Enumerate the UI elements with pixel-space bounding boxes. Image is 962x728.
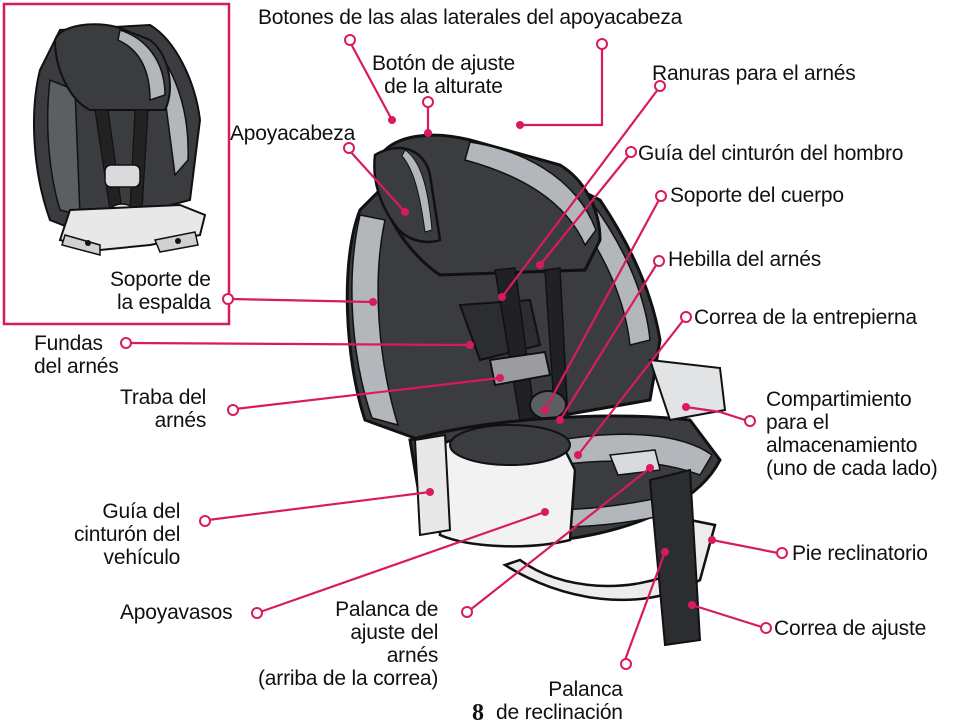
line-headrest-wing-right [520, 45, 604, 127]
line-crotch-strap [577, 317, 686, 456]
label-harness-covers: Fundas del arnés [34, 332, 119, 378]
line-harness-covers [129, 341, 471, 347]
label-harness-buckle: Hebilla del arnés [668, 248, 822, 271]
label-harness-slots: Ranuras para el arnés [652, 62, 856, 85]
line-harness-clip [234, 376, 501, 411]
page-number: 8 [472, 700, 484, 726]
label-vehicle-belt-guide: Guía del cinturón del vehículo [74, 500, 181, 569]
line-adjust-strap [691, 603, 766, 630]
callout-dots [369, 116, 716, 609]
line-headrest-wing-left [349, 41, 393, 121]
label-headrest-wing-buttons: Botones de las alas laterales del apoyac… [258, 6, 683, 29]
label-body-support: Soporte del cuerpo [670, 184, 844, 207]
label-harness-adjust-lever: Palanca de ajuste del arnés (arriba de l… [258, 598, 439, 690]
line-body-support [544, 197, 661, 411]
label-back-support: Soporte de la espalda [110, 268, 211, 314]
label-crotch-strap: Correa de la entrepierna [694, 306, 917, 329]
line-adjust-lever [469, 467, 651, 611]
line-harness-slots [501, 87, 660, 298]
label-adjust-strap: Correa de ajuste [774, 617, 927, 640]
label-recline-foot: Pie reclinatorio [792, 542, 928, 565]
line-headrest [348, 149, 406, 213]
label-recline-lever: Palanca de reclinación [496, 678, 623, 724]
callout-rings [120, 34, 788, 670]
label-headrest: Apoyacabeza [230, 122, 356, 145]
line-shoulder-guide [539, 153, 631, 266]
label-cup-holder: Apoyavasos [120, 601, 233, 624]
label-shoulder-belt-guide: Guía del cinturón del hombro [638, 142, 904, 165]
line-recline-foot [711, 538, 779, 555]
inset-panel [2, 2, 231, 326]
line-harness-buckle [559, 261, 659, 421]
line-vehicle-guide [207, 490, 431, 522]
label-harness-clip: Traba del arnés [120, 386, 207, 432]
line-cup-holder [259, 510, 546, 614]
line-back-support [229, 297, 374, 304]
callout-lines [129, 41, 779, 661]
label-height-adjust-button: Botón de ajuste de la alturate [372, 52, 515, 98]
inset-seat-illustration [33, 23, 207, 256]
line-storage [685, 405, 746, 422]
label-storage-compartment: Compartimiento para el almacenamiento (u… [766, 388, 938, 480]
line-recline-lever [623, 551, 667, 661]
